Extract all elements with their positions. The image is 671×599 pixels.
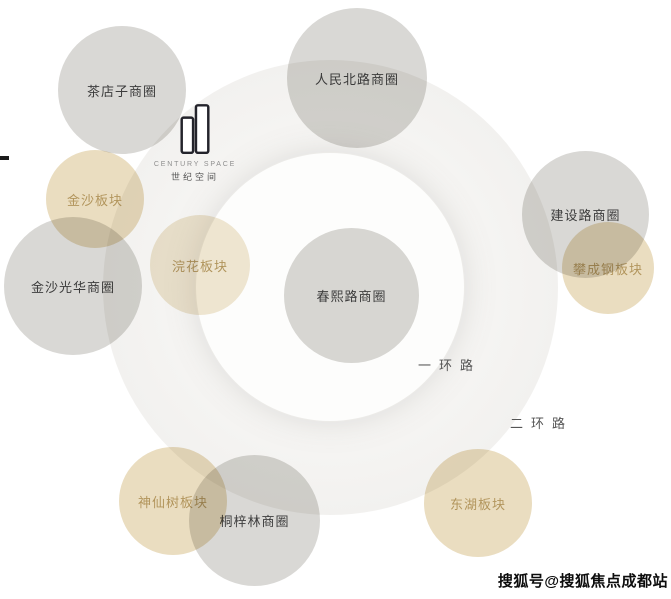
district-circle-chadianzi: 茶店子商圈	[58, 26, 186, 154]
district-label-chunxilu: 春熙路商圈	[316, 289, 387, 304]
district-circle-panchenggang-plate: 攀成钢板块	[562, 222, 654, 314]
second-ring-road-label: 二环路	[510, 416, 574, 431]
first-ring-road-label: 一环路	[418, 358, 482, 373]
district-label-chadianzi: 茶店子商圈	[86, 83, 157, 99]
edge-artifact	[0, 156, 9, 160]
district-label-jinsha-guanghua: 金沙光华商圈	[30, 279, 115, 295]
district-circle-donghu-plate: 东湖板块	[424, 449, 532, 557]
district-circle-renminbeilu: 人民北路商圈	[287, 8, 427, 148]
building-icon	[180, 104, 210, 155]
district-circle-jinsha-guanghua: 金沙光华商圈	[4, 217, 142, 355]
logo: CENTURY SPACE 世纪空间	[150, 102, 240, 183]
district-label-jianshelu: 建设路商圈	[550, 208, 621, 223]
district-label-jinsha-plate: 金沙板块	[66, 192, 123, 208]
district-label-tongzilin: 桐梓林商圈	[219, 514, 290, 529]
district-label-panchenggang-plate: 攀成钢板块	[572, 261, 643, 277]
district-label-huanhua-plate: 浣花板块	[171, 258, 228, 274]
logo-text-en: CENTURY SPACE	[153, 161, 237, 168]
district-circle-chunxilu: 春熙路商圈	[284, 228, 419, 363]
watermark: 搜狐号@搜狐焦点成都站	[497, 573, 668, 590]
logo-text-cn: 世纪空间	[170, 172, 219, 182]
district-label-donghu-plate: 东湖板块	[449, 496, 506, 512]
district-label-renminbeilu: 人民北路商圈	[314, 71, 399, 87]
district-circle-huanhua-plate: 浣花板块	[150, 215, 250, 315]
district-circle-tongzilin: 桐梓林商圈	[189, 455, 320, 586]
